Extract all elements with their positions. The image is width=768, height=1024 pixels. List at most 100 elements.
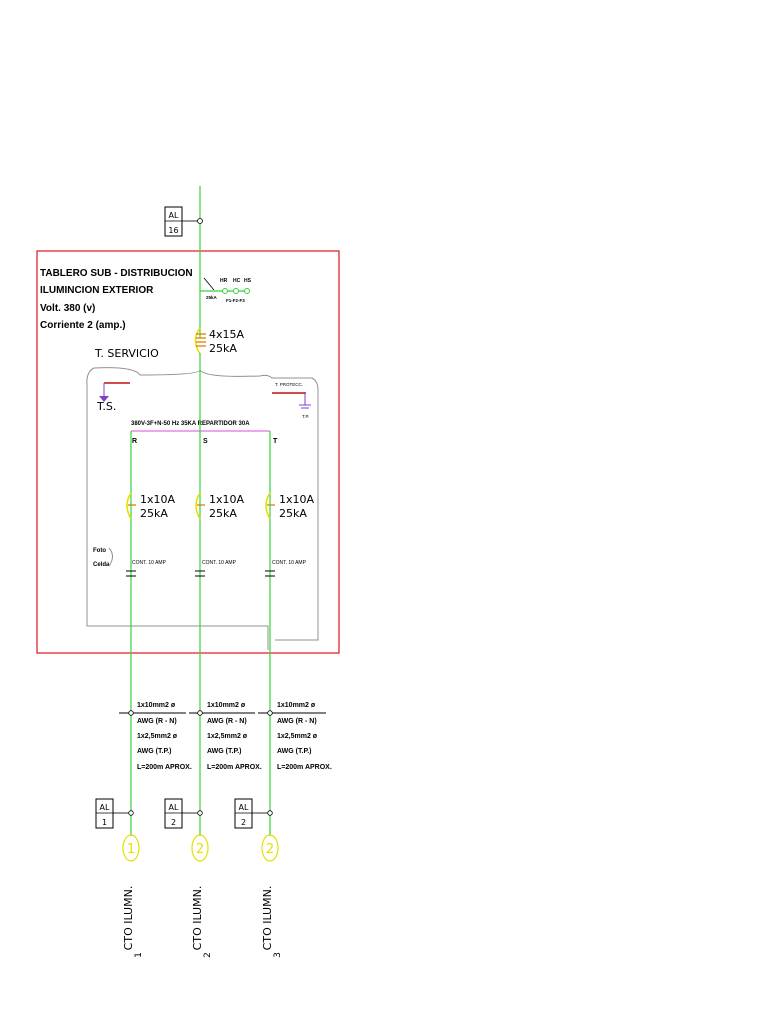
circuit-3-number: 2 (266, 842, 274, 857)
circuit-2-tag-box (164, 798, 183, 829)
circuit-1-number: 1 (127, 842, 135, 857)
circuit-1: 1x10A 25kA CONT. 10 AMP 1x10mm2 ø AWG (R… (95, 431, 192, 958)
bus-label: 380V-3F+N-50 Hz 35KA REPARTIDOR 30A (131, 421, 250, 427)
circuit-3: 1x10A 25kA CONT. 10 AMP 1x10mm2 ø AWG (R… (234, 431, 332, 958)
meter-label-hc: HC (233, 278, 241, 284)
circuit-3-tag-label: AL (239, 803, 249, 812)
meter-block: HR HC HS F1-F2-F3 25kA (200, 277, 252, 303)
feeder-tag-node (197, 218, 203, 224)
circuit-2-cable-5: L=200m APROX. (207, 764, 262, 771)
circuit-1-cable-2: AWG (R - N) (137, 718, 177, 725)
circuit-1-cable-5: L=200m APROX. (137, 764, 192, 771)
circuit-2-rating: 1x10A (209, 493, 245, 506)
circuit-2-breaker (195, 492, 201, 520)
circuit-1-tag-number: 1 (102, 818, 107, 827)
panel-title-line-4: Corriente 2 (amp.) (40, 320, 126, 331)
feeder-tag-box (164, 206, 183, 237)
panel-title-line-1: TABLERO SUB - DISTRIBUCION (40, 268, 193, 279)
circuit-3-tag-number: 2 (241, 818, 246, 827)
feeder-tag-number: 16 (168, 226, 178, 235)
main-breaker-rating: 4x15A (209, 328, 245, 341)
meter-kw-label: 25kA (206, 295, 218, 300)
circuit-2-tag-node (197, 810, 203, 816)
circuit-3-tag-box (234, 798, 253, 829)
circuit-3-vertical-label: CTO ILUMN. (261, 886, 274, 951)
circuit-2-contactor: CONT. 10 AMP (202, 560, 237, 566)
circuit-3-vertical-no: 3 (273, 952, 283, 958)
main-breaker-arc (194, 327, 201, 355)
ts-ground-symbol (99, 396, 109, 402)
circuit-3-tag-node (267, 810, 273, 816)
meter-node-1 (222, 288, 228, 294)
meter-sub-label: F1-F2-F3 (226, 298, 245, 303)
meter-node-3 (244, 288, 250, 294)
meter-label-hr: HR (220, 278, 228, 284)
circuit-1-tag-box (95, 798, 114, 829)
feeder-tag-top: AL 16 (164, 206, 203, 237)
circuit-1-vertical-no: 1 (134, 952, 144, 958)
circuit-3-cable-2: AWG (R - N) (277, 718, 317, 725)
circuit-2-vertical-no: 2 (203, 952, 213, 958)
circuit-3-breaker (265, 492, 271, 520)
circuit-1-tag-node (128, 810, 134, 816)
tp-protecc-label: T. PROTECC. (275, 382, 303, 387)
circuit-1-vertical-label: CTO ILUMN. (122, 886, 135, 951)
circuit-3-ka: 25kA (279, 507, 307, 520)
circuit-2-cable-3: 1x2,5mm2 ø (207, 733, 248, 740)
ts-label: T.S. (96, 400, 116, 413)
panel-title-line-3: Volt. 380 (v) (40, 303, 95, 314)
circuit-1-tag-label: AL (100, 803, 110, 812)
phase-r-label: R (132, 438, 137, 445)
circuit-2-tag-number: 2 (171, 818, 176, 827)
phase-s-label: S (203, 438, 208, 445)
circuit-1-contactor: CONT. 10 AMP (132, 560, 167, 566)
circuit-3-cable-4: AWG (T.P.) (277, 748, 311, 755)
circuit-3-rating: 1x10A (279, 493, 315, 506)
panel-title-line-2: ILUMINCION EXTERIOR (40, 285, 154, 296)
circuit-3-cable-3: 1x2,5mm2 ø (277, 733, 318, 740)
circuit-3-cable-5: L=200m APROX. (277, 764, 332, 771)
foto-celda-curve (108, 547, 113, 567)
circuit-1-cable-4: AWG (T.P.) (137, 748, 171, 755)
busbar: 380V-3F+N-50 Hz 35KA REPARTIDOR 30A R S … (131, 421, 278, 445)
meter-switch-blade (203, 277, 215, 291)
circuit-3-number-circle (261, 834, 279, 862)
foto-label: Foto (93, 548, 106, 554)
circuit-2-tag-label: AL (169, 803, 179, 812)
circuit-2-cable-node (197, 710, 203, 716)
circuit-1-rating: 1x10A (140, 493, 176, 506)
tp-ground: T. PROTECC. T.P. (272, 382, 311, 419)
main-breaker: 4x15A 25kA (194, 327, 245, 355)
feeder-tag-label: AL (169, 211, 179, 220)
circuit-3-cable-node (267, 710, 273, 716)
circuit-1-breaker (126, 492, 132, 520)
circuit-3-cable-1: 1x10mm2 ø (277, 702, 316, 709)
tp-label: T.P. (302, 414, 309, 419)
phase-t-label: T (273, 438, 278, 445)
circuit-2-ka: 25kA (209, 507, 237, 520)
circuit-2-number-circle (191, 834, 209, 862)
circuit-1-ka: 25kA (140, 507, 168, 520)
inner-enclosure (86, 356, 319, 650)
circuit-2: 1x10A 25kA CONT. 10 AMP 1x10mm2 ø AWG (R… (164, 353, 262, 958)
circuit-1-cable-1: 1x10mm2 ø (137, 702, 176, 709)
ts-ground: T.S. (96, 382, 130, 413)
panel-border (36, 250, 340, 654)
circuit-3-contactor: CONT. 10 AMP (272, 560, 307, 566)
meter-label-hs: HS (244, 278, 252, 284)
circuit-1-number-circle (122, 834, 140, 862)
meter-node-2 (233, 288, 239, 294)
main-breaker-ka: 25kA (209, 342, 237, 355)
service-label: T. SERVICIO (94, 347, 159, 360)
circuit-2-cable-2: AWG (R - N) (207, 718, 247, 725)
circuit-1-cable-3: 1x2,5mm2 ø (137, 733, 178, 740)
panel-title: TABLERO SUB - DISTRIBUCION ILUMINCION EX… (40, 268, 193, 331)
circuit-2-cable-1: 1x10mm2 ø (207, 702, 246, 709)
circuit-2-cable-4: AWG (T.P.) (207, 748, 241, 755)
celda-label: Celda (93, 562, 110, 568)
circuit-2-vertical-label: CTO ILUMN. (191, 886, 204, 951)
foto-celda: Foto Celda (93, 547, 113, 568)
circuit-1-cable-node (128, 710, 134, 716)
circuit-2-number: 2 (196, 842, 204, 857)
